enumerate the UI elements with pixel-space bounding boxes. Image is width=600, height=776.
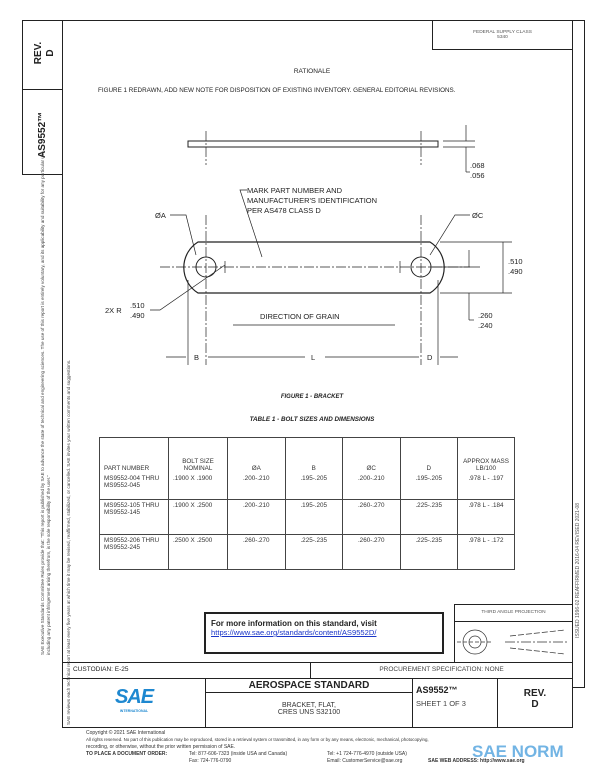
cell-a: .200-.210 (227, 499, 286, 535)
header-d: D (399, 437, 458, 473)
right-strip (572, 20, 585, 688)
cell-part: MS9552-206 THRU MS9552-245 (99, 534, 169, 570)
radius-min: .490 (130, 311, 145, 320)
projection-box: THIRD ANGLE PROJECTION (454, 604, 573, 663)
hole-c-label: ØC (472, 211, 484, 220)
phone-2: Tel: +1 724-776-4970 (outside USA) (327, 751, 407, 757)
rights2: recording, or otherwise, without the pri… (86, 744, 236, 750)
standard-link[interactable]: https://www.sae.org/standards/content/AS… (211, 628, 377, 637)
figure-caption: FIGURE 1 - BRACKET (280, 394, 344, 400)
rationale-text: FIGURE 1 REDRAWN, ADD NEW NOTE FOR DISPO… (98, 87, 456, 94)
cell-c: .260-.270 (342, 499, 401, 535)
projection-label: THIRD ANGLE PROJECTION (455, 605, 572, 622)
doc-number-cell: AS9552™ SHEET 1 OF 3 (412, 678, 498, 728)
table-row: MS9552-105 THRU MS9552-145.1900 X .2500.… (99, 499, 515, 535)
phone-1: Tel: 877-606-7323 (inside USA and Canada… (189, 751, 288, 757)
table-row: MS9552-004 THRU MS9552-045.1900 X .1900.… (99, 473, 515, 500)
cell-c: .200-.210 (342, 473, 401, 500)
sae-logo: SAE (114, 686, 154, 708)
note-line1: MARK PART NUMBER AND (247, 186, 343, 195)
cell-mass: .978 L - .184 (457, 499, 515, 535)
header-mass: APPROX MASS LB/100 (457, 437, 515, 473)
header-b: B (284, 437, 343, 473)
header-bolt-size: BOLT SIZE NOMINAL (168, 437, 228, 473)
supply-class-label: FEDERAL SUPPLY CLASS (473, 30, 532, 35)
width-max: .510 (508, 257, 523, 266)
supply-class-value: 5340 (497, 35, 508, 40)
info-text: For more information on this standard, v… (211, 619, 377, 628)
bracket-outline (183, 241, 445, 294)
note-line2: MANUFACTURER'S IDENTIFICATION (247, 196, 377, 205)
offset-max: .260 (478, 311, 493, 320)
copyright: Copyright © 2021 SAE International (86, 730, 166, 736)
third-angle-projection-icon (457, 629, 567, 655)
rev-value: D (531, 699, 539, 710)
logo-cell: SAE INTERNATIONAL (62, 678, 206, 728)
radius-max: .510 (130, 301, 145, 310)
standard-type-cell: AEROSPACE STANDARD (205, 678, 413, 693)
procurement-cell: PROCUREMENT SPECIFICATION: NONE (310, 662, 573, 679)
header-part-number: PART NUMBER (99, 437, 169, 473)
dimension-text: .068 .056 MARK PART NUMBER AND MANUFACTU… (105, 161, 523, 362)
rev-label: REV. (523, 688, 547, 699)
hole-a (195, 256, 217, 278)
doc-number: AS9552™ (416, 685, 458, 695)
dim-d: D (427, 353, 433, 362)
dim-b: B (194, 353, 199, 362)
custodian-cell: CUSTODIAN: E-25 (62, 662, 311, 679)
offset-min: .240 (478, 321, 493, 330)
cell-a: .200-.210 (227, 473, 286, 500)
cell-bolt: .2500 X .2500 (168, 534, 228, 570)
table-row: MS9552-206 THRU MS9552-245.2500 X .2500.… (99, 534, 515, 570)
note-line3: PER AS478 CLASS D (247, 206, 321, 215)
side-view-outline (187, 140, 439, 148)
cell-mass: .978 L - .197 (457, 473, 515, 500)
sae-logo-sub: INTERNATIONAL (119, 709, 149, 713)
watermark: SAE NORM (472, 742, 564, 761)
cell-mass: .978 L - .172 (457, 534, 515, 570)
grain-label: DIRECTION OF GRAIN (260, 312, 340, 321)
header-dia-a: ØA (227, 437, 286, 473)
email: Email: CustomerService@sae.org (327, 758, 403, 764)
dim-l: L (311, 353, 315, 362)
table-title: TABLE 1 - BOLT SIZES AND DIMENSIONS (249, 416, 375, 423)
rev-cell: REV. D (497, 678, 573, 728)
fax: Fax: 724-776-0790 (189, 758, 232, 764)
order-label: TO PLACE A DOCUMENT ORDER: (86, 751, 168, 757)
header-dia-c: ØC (342, 437, 401, 473)
supply-class-box: FEDERAL SUPPLY CLASS 5340 (432, 20, 573, 50)
cell-part: MS9552-004 THRU MS9552-045 (99, 473, 169, 500)
thickness-max: .068 (470, 161, 485, 170)
center-lines (160, 131, 470, 365)
rationale-title: RATIONALE (293, 68, 331, 75)
cell-c: .260-.270 (342, 534, 401, 570)
cell-bolt: .1900 X .2500 (168, 499, 228, 535)
cell-b: .195-.205 (284, 499, 343, 535)
cell-bolt: .1900 X .1900 (168, 473, 228, 500)
thickness-min: .056 (470, 171, 485, 180)
cell-d: .195-.205 (399, 473, 458, 500)
info-box: For more information on this standard, v… (204, 612, 444, 654)
table-header-row: PART NUMBER BOLT SIZE NOMINAL ØA B ØC D … (99, 437, 515, 473)
title-cell: BRACKET, FLAT, CRES UNS S32100 (205, 692, 413, 728)
cell-b: .225-.235 (284, 534, 343, 570)
hole-a-label: ØA (155, 211, 166, 220)
sheet-number: SHEET 1 OF 3 (416, 699, 466, 708)
rights: All rights reserved. No part of this pub… (86, 737, 429, 742)
title-line1: BRACKET, FLAT, (282, 702, 336, 709)
cell-d: .225-.235 (399, 534, 458, 570)
dimension-lines (150, 125, 512, 365)
web-address: SAE WEB ADDRESS: http://www.sae.org (428, 758, 525, 764)
bolt-dimensions-table: PART NUMBER BOLT SIZE NOMINAL ØA B ØC D … (99, 437, 515, 570)
cell-a: .260-.270 (227, 534, 286, 570)
cell-b: .195-.205 (284, 473, 343, 500)
cell-d: .225-.235 (399, 499, 458, 535)
cell-part: MS9552-105 THRU MS9552-145 (99, 499, 169, 535)
width-min: .490 (508, 267, 523, 276)
title-line2: CRES UNS S32100 (277, 709, 341, 716)
radius-label: 2X R (105, 306, 122, 315)
